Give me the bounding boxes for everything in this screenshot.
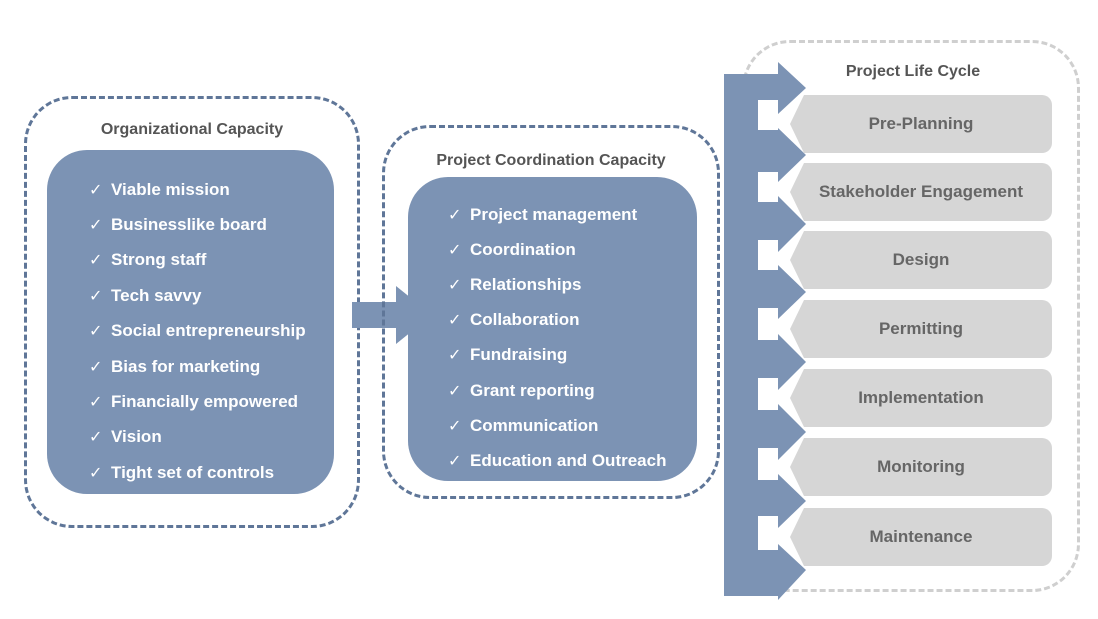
checklist-item-label: Fundraising xyxy=(470,345,568,365)
checkmark-icon: ✓ xyxy=(448,312,462,330)
checkmark-icon: ✓ xyxy=(89,358,103,376)
checkmark-icon: ✓ xyxy=(448,417,462,435)
checklist-item: ✓ Grant reporting xyxy=(448,373,697,408)
organizational-capacity-title: Organizational Capacity xyxy=(100,121,284,138)
checkmark-icon: ✓ xyxy=(89,252,103,270)
checkmark-icon: ✓ xyxy=(448,382,462,400)
life-cycle-stage: Permitting xyxy=(790,300,1052,358)
checklist-item-label: Project management xyxy=(470,204,638,224)
checkmark-icon: ✓ xyxy=(448,276,462,294)
checklist-item-label: Social entrepreneurship xyxy=(111,321,306,341)
checklist-item-label: Grant reporting xyxy=(470,380,595,400)
checklist-item-label: Relationships xyxy=(470,274,582,294)
checklist-item: ✓ Financially empowered xyxy=(89,384,334,419)
life-cycle-stage: Stakeholder Engagement xyxy=(790,163,1052,221)
life-cycle-stage: Implementation xyxy=(790,369,1052,427)
checklist-item: ✓ Bias for marketing xyxy=(89,349,334,384)
checklist-item: ✓ Tight set of controls xyxy=(89,455,334,490)
checklist-item-label: Strong staff xyxy=(111,250,207,270)
checkmark-icon: ✓ xyxy=(89,429,103,447)
project-coordination-capacity-title: Project Coordination Capacity xyxy=(436,152,666,169)
checkmark-icon: ✓ xyxy=(448,347,462,365)
checklist-item-label: Financially empowered xyxy=(111,392,299,412)
checklist-item: ✓ Communication xyxy=(448,408,697,443)
checklist-item-label: Bias for marketing xyxy=(111,356,261,376)
checkmark-icon: ✓ xyxy=(89,287,103,305)
checklist-item: ✓ Collaboration xyxy=(448,303,697,338)
checklist-item: ✓ Businesslike board xyxy=(89,207,334,242)
checklist-item-label: Collaboration xyxy=(470,310,580,330)
checklist-item: ✓ Vision xyxy=(89,420,334,455)
checklist-item: ✓ Tech savvy xyxy=(89,278,334,313)
checklist-item-label: Viable mission xyxy=(111,179,230,199)
checklist-item-label: Communication xyxy=(470,415,599,435)
checklist-item: ✓ Relationships xyxy=(448,267,697,302)
life-cycle-stage: Pre-Planning xyxy=(790,95,1052,153)
checklist-item: ✓ Project management xyxy=(448,197,697,232)
checklist-item: ✓ Fundraising xyxy=(448,338,697,373)
checklist-item: ✓ Strong staff xyxy=(89,243,334,278)
checklist-item-label: Education and Outreach xyxy=(470,450,667,470)
checklist-item-label: Tight set of controls xyxy=(111,462,275,482)
organizational-capacity-list: ✓ Viable mission ✓ Businesslike board ✓ Stron… xyxy=(89,172,334,491)
checkmark-icon: ✓ xyxy=(89,394,103,412)
life-cycle-stage: Monitoring xyxy=(790,438,1052,496)
project-life-cycle-title: Project Life Cycle xyxy=(845,63,981,80)
checkmark-icon: ✓ xyxy=(89,217,103,235)
checklist-item-label: Businesslike board xyxy=(111,215,267,235)
life-cycle-stage: Maintenance xyxy=(790,508,1052,566)
life-cycle-arrow xyxy=(724,62,806,600)
checklist-item: ✓ Social entrepreneurship xyxy=(89,314,334,349)
checklist-item-label: Vision xyxy=(111,427,162,447)
life-cycle-stage: Design xyxy=(790,231,1052,289)
checkmark-icon: ✓ xyxy=(448,241,462,259)
checklist-item: ✓ Coordination xyxy=(448,232,697,267)
checklist-item-label: Coordination xyxy=(470,239,576,259)
checklist-item: ✓ Education and Outreach xyxy=(448,443,697,478)
checkmark-icon: ✓ xyxy=(448,452,462,470)
project-coordination-capacity-panel: ✓ Project management ✓ Coordination ✓ Relatio… xyxy=(408,177,697,481)
project-coordination-capacity-group: Project Coordination Capacity xyxy=(382,125,720,499)
project-coordination-capacity-list: ✓ Project management ✓ Coordination ✓ Relatio… xyxy=(448,197,697,479)
checkmark-icon: ✓ xyxy=(448,206,462,224)
checklist-item: ✓ Viable mission xyxy=(89,172,334,207)
organizational-capacity-panel: ✓ Viable mission ✓ Businesslike board ✓ Stron… xyxy=(47,150,334,494)
checkmark-icon: ✓ xyxy=(89,323,103,341)
checklist-item-label: Tech savvy xyxy=(111,285,202,305)
checkmark-icon: ✓ xyxy=(89,464,103,482)
checkmark-icon: ✓ xyxy=(89,181,103,199)
